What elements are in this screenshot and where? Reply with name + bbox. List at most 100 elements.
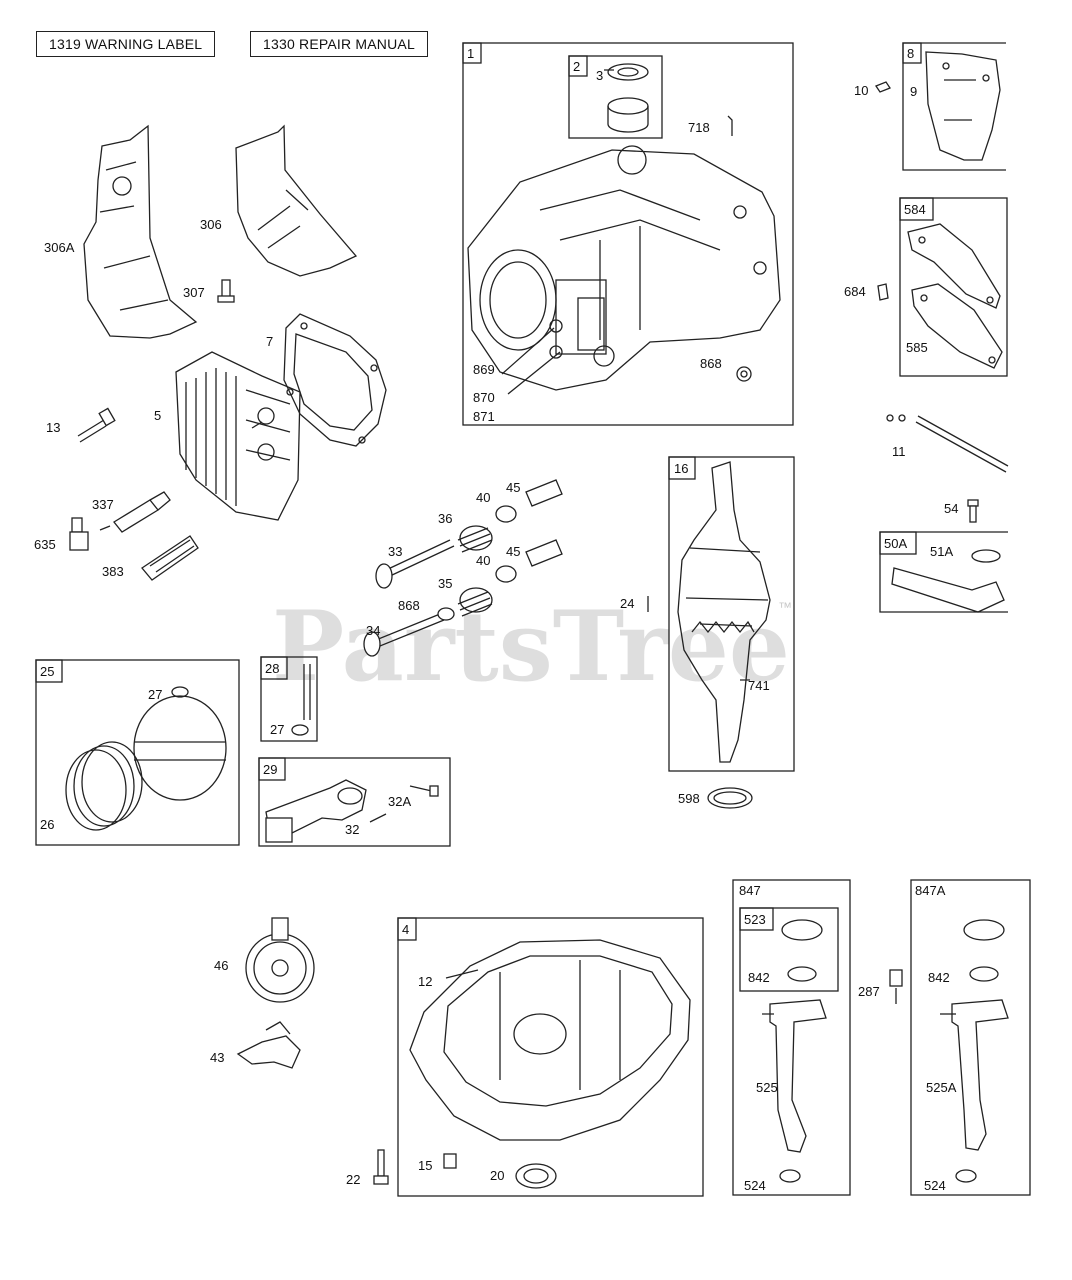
label-33: 33 bbox=[388, 544, 402, 559]
svg-text:847: 847 bbox=[739, 883, 761, 898]
rod-11-drawing bbox=[886, 414, 1009, 473]
bolt-22-drawing bbox=[373, 1149, 389, 1185]
svg-text:2: 2 bbox=[573, 59, 580, 74]
spark-plug-337-drawing bbox=[99, 491, 171, 533]
gasket-584-drawing bbox=[907, 223, 1003, 369]
warning-label-button[interactable]: 1319 WARNING LABEL bbox=[36, 31, 216, 57]
svg-text:28: 28 bbox=[265, 661, 279, 676]
label-598: 598 bbox=[678, 791, 700, 806]
box-523[interactable]: 523 bbox=[739, 907, 839, 992]
label-51a: 51A bbox=[930, 544, 953, 559]
label-7: 7 bbox=[266, 334, 273, 349]
label-383: 383 bbox=[102, 564, 124, 579]
label-842-847: 842 bbox=[748, 970, 770, 985]
leader-lines bbox=[251, 69, 956, 1015]
bolt-13-drawing bbox=[77, 407, 116, 443]
seal-868-drawing bbox=[437, 607, 455, 621]
label-46: 46 bbox=[214, 958, 228, 973]
box-847[interactable]: 847 bbox=[732, 879, 851, 1196]
cylinder-head-5-drawing bbox=[175, 351, 301, 521]
box-2[interactable]: 2 bbox=[568, 55, 663, 139]
label-11: 11 bbox=[892, 444, 906, 459]
label-45-bottom: 45 bbox=[506, 544, 520, 559]
label-22: 22 bbox=[346, 1172, 360, 1187]
box-50a[interactable]: 50A bbox=[879, 531, 1008, 613]
svg-text:584: 584 bbox=[904, 202, 926, 217]
dipstick-847-drawing bbox=[769, 919, 827, 1183]
spring-35-drawing bbox=[457, 587, 493, 617]
label-684: 684 bbox=[844, 284, 866, 299]
label-54: 54 bbox=[944, 501, 958, 516]
label-15: 15 bbox=[418, 1158, 432, 1173]
box-584[interactable]: 584 bbox=[899, 197, 1008, 377]
cap-45-drawing bbox=[525, 479, 563, 567]
label-868-valve: 868 bbox=[398, 598, 420, 613]
box-8[interactable]: 8 bbox=[902, 42, 1006, 171]
seal-3-drawing bbox=[607, 63, 649, 133]
governor-43-drawing bbox=[236, 1021, 301, 1069]
svg-text:16: 16 bbox=[674, 461, 688, 476]
plug-868-drawing bbox=[736, 366, 752, 382]
label-524-847a: 524 bbox=[924, 1178, 946, 1193]
crankshaft-16-drawing bbox=[677, 461, 771, 763]
label-36: 36 bbox=[438, 511, 452, 526]
label-842-847a: 842 bbox=[928, 970, 950, 985]
box-16[interactable]: 16 bbox=[668, 456, 795, 772]
label-5: 5 bbox=[154, 408, 161, 423]
box-28[interactable]: 28 bbox=[260, 656, 318, 742]
gasket-7-drawing bbox=[283, 313, 387, 447]
part-9-drawing bbox=[925, 51, 1001, 161]
label-13: 13 bbox=[46, 420, 60, 435]
part-labels[interactable]: 3 718 869 870 871 868 10 9 684 585 11 54… bbox=[34, 68, 958, 1193]
watermark-trademark: ™ bbox=[778, 599, 792, 615]
box-29[interactable]: 29 bbox=[258, 757, 451, 847]
label-40-bottom: 40 bbox=[476, 553, 490, 568]
plug-15-drawing bbox=[443, 1153, 457, 1169]
label-306: 306 bbox=[200, 217, 222, 232]
label-45-top: 45 bbox=[506, 480, 520, 495]
svg-text:29: 29 bbox=[263, 762, 277, 777]
screw-307-drawing bbox=[217, 279, 235, 303]
pin-28-drawing bbox=[291, 664, 311, 736]
stud-287-drawing bbox=[889, 969, 903, 1004]
clip-27-drawing bbox=[171, 686, 189, 698]
label-307: 307 bbox=[183, 285, 205, 300]
svg-text:1: 1 bbox=[467, 46, 474, 61]
label-585: 585 bbox=[906, 340, 928, 355]
label-871: 871 bbox=[473, 409, 495, 424]
label-525a: 525A bbox=[926, 1080, 957, 1095]
valve-34-drawing bbox=[363, 613, 445, 657]
svg-text:523: 523 bbox=[744, 912, 766, 927]
label-635: 635 bbox=[34, 537, 56, 552]
seal-20-drawing bbox=[515, 1163, 557, 1189]
label-27-piston: 27 bbox=[148, 687, 162, 702]
baffle-306a-drawing bbox=[83, 124, 198, 339]
retainer-40-drawing bbox=[495, 505, 517, 583]
label-34: 34 bbox=[366, 623, 380, 638]
valve-33-drawing bbox=[375, 539, 455, 589]
label-869: 869 bbox=[473, 362, 495, 377]
label-32: 32 bbox=[345, 822, 359, 837]
watermark-text: PartsTree bbox=[272, 590, 790, 703]
seal-598-drawing bbox=[707, 787, 753, 809]
box-4[interactable]: 4 bbox=[397, 917, 704, 1197]
box-25[interactable]: 25 bbox=[35, 659, 240, 846]
box-847a[interactable]: 847A bbox=[910, 879, 1031, 1196]
screw-32-drawing bbox=[369, 785, 439, 823]
label-26: 26 bbox=[40, 817, 54, 832]
baffle-306-drawing bbox=[235, 124, 358, 277]
arm-50a-drawing bbox=[891, 549, 1005, 613]
label-306a: 306A bbox=[44, 240, 75, 255]
label-43: 43 bbox=[210, 1050, 224, 1065]
svg-text:4: 4 bbox=[402, 922, 409, 937]
repair-manual-button[interactable]: 1330 REPAIR MANUAL bbox=[250, 31, 428, 57]
screw-684-drawing bbox=[877, 283, 889, 301]
label-287: 287 bbox=[858, 984, 880, 999]
svg-text:50A: 50A bbox=[884, 536, 907, 551]
svg-text:847A: 847A bbox=[915, 883, 946, 898]
label-524-847: 524 bbox=[744, 1178, 766, 1193]
label-718: 718 bbox=[688, 120, 710, 135]
box-1[interactable]: 1 bbox=[462, 42, 794, 426]
label-20: 20 bbox=[490, 1168, 504, 1183]
